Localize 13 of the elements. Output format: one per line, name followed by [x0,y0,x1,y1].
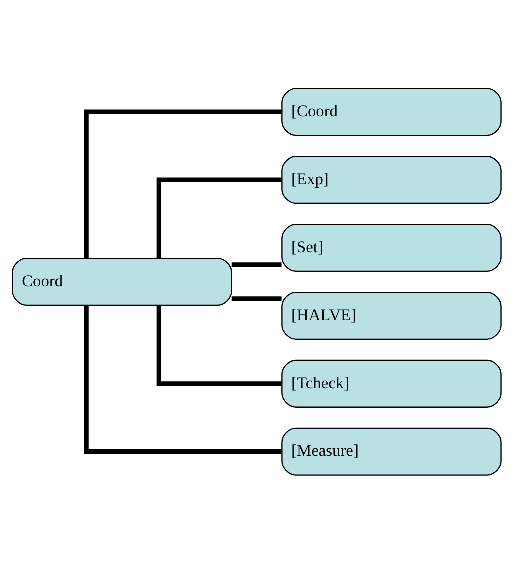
connector [156,305,282,386]
node-box: [HALVE] [282,291,502,340]
node-box: Coord [12,257,232,306]
connector [84,305,282,454]
connector [156,177,282,258]
connector [232,296,282,301]
node-box: [Exp] [282,156,502,204]
node-box: [Set] [282,224,502,272]
node-box: [Measure] [282,427,502,476]
connector [232,262,282,267]
node-box: [Tcheck] [282,359,502,408]
connector [84,109,282,258]
node-box: [Coord [282,88,502,136]
